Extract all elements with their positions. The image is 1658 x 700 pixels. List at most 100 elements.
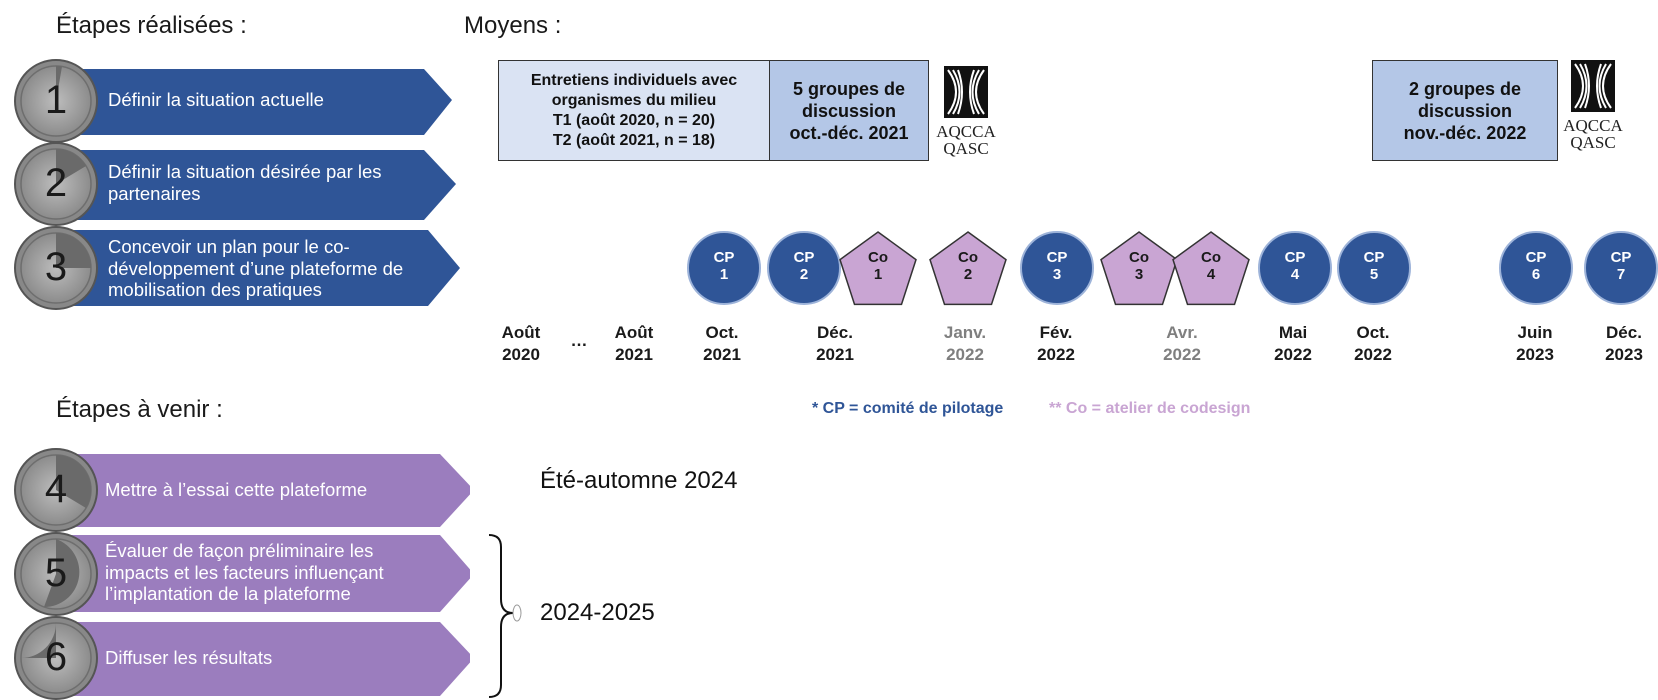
logo-1-line-1: AQCCA <box>936 122 996 141</box>
marker-cp-1-shape <box>687 231 761 305</box>
marker-type: Co <box>1201 249 1221 266</box>
marker-type: CP <box>1363 249 1385 266</box>
step-5-arrow <box>70 535 470 612</box>
marker-type: Co <box>868 249 888 266</box>
marker-co-3-shape <box>1100 231 1178 306</box>
date-month: Déc. <box>817 323 853 342</box>
interviews-line-1: Entretiens individuels avec <box>530 71 738 89</box>
date-label: Oct.2022 <box>1338 322 1408 366</box>
date-label: Août 2021 <box>599 322 669 366</box>
marker-cp-6-shape <box>1499 231 1573 305</box>
step-2-label: Définir la situation désirée par les par… <box>108 161 382 204</box>
groups-2021-box: 5 groupes de discussion oct.-déc. 2021 <box>769 60 929 161</box>
date-month: Août <box>501 323 541 342</box>
date-year: 2020 <box>502 345 540 364</box>
groups-2021-line-1: 5 groupes de <box>792 78 906 99</box>
heading-upcoming: Étapes à venir : <box>56 396 223 423</box>
date-label: Janv.2022 <box>930 322 1000 366</box>
step-3-label: Concevoir un plan pour le co-développeme… <box>108 236 404 300</box>
marker-type: Co <box>958 249 978 266</box>
date-year: 2023 <box>1516 345 1554 364</box>
groups-2022-line-3: nov.-déc. 2022 <box>1403 122 1527 143</box>
aqcca-logo-icon <box>944 66 988 118</box>
marker-number: 1 <box>873 266 883 283</box>
step-3-clock-icon <box>14 226 98 310</box>
date-month: Avr. <box>1166 323 1198 342</box>
date-month: … <box>570 331 588 350</box>
marker-number: 4 <box>1290 266 1300 283</box>
step-2-clock-icon <box>14 142 98 226</box>
interviews-line-4: T2 (août 2021, n = 18) <box>552 131 716 149</box>
step-2-number: 2 <box>44 161 68 205</box>
marker-cp-7-shape <box>1584 231 1658 305</box>
step-6-label: Diffuser les résultats <box>105 647 273 668</box>
date-month: Fév. <box>1039 323 1073 342</box>
marker-number: 2 <box>963 266 973 283</box>
marker-co-4-shape <box>1172 231 1250 306</box>
legend-co: ** Co = atelier de codesign <box>1049 400 1251 417</box>
date-year: 2023 <box>1605 345 1643 364</box>
interviews-line-2: organismes du milieu <box>551 91 717 109</box>
date-month: Août <box>614 323 654 342</box>
aqcca-logo-1: AQCCA QASC <box>929 66 1003 157</box>
date-label: Oct. 2021 <box>687 322 757 366</box>
marker-cp-5-shape <box>1337 231 1411 305</box>
step-1-label: Définir la situation actuelle <box>108 89 324 110</box>
interviews-box: Entretiens individuels avec organismes d… <box>498 60 770 161</box>
marker-co-1-shape <box>839 231 917 306</box>
marker-cp-2-shape <box>767 231 841 305</box>
marker-co-2-shape <box>929 231 1007 306</box>
date-year: 2022 <box>946 345 984 364</box>
date-label: Fév.2022 <box>1021 322 1091 366</box>
step-5-label: Évaluer de façon préliminaire les impact… <box>105 540 384 604</box>
step-5-clock-icon <box>14 532 98 616</box>
marker-type: CP <box>1525 249 1547 266</box>
marker-type: CP <box>1046 249 1068 266</box>
marker-number: 6 <box>1531 266 1541 283</box>
step-1-arrow <box>70 69 452 135</box>
logo-2-line-2: QASC <box>1570 133 1616 152</box>
date-month: Oct. <box>1356 323 1390 342</box>
heading-means: Moyens : <box>464 12 562 39</box>
date-month: Oct. <box>705 323 739 342</box>
interviews-line-3: T1 (août 2020, n = 20) <box>552 111 716 129</box>
marker-number: 2 <box>799 266 809 283</box>
date-month: Mai <box>1278 323 1308 342</box>
groups-2022-line-2: discussion <box>1417 100 1512 121</box>
date-year: 2021 <box>615 345 653 364</box>
step-1-number: 1 <box>44 78 68 122</box>
step-2-arrow <box>70 150 456 220</box>
groups-2021-line-3: oct.-déc. 2021 <box>789 122 909 143</box>
date-label: Déc.2021 <box>800 322 870 366</box>
aqcca-logo-2: AQCCA QASC <box>1556 60 1630 151</box>
aqcca-logo-icon <box>1571 60 1615 112</box>
groups-2022-box: 2 groupes de discussion nov.-déc. 2022 <box>1372 60 1558 161</box>
step-4-clock-icon <box>14 448 98 532</box>
date-month: Juin <box>1517 323 1553 342</box>
date-label: Août 2020 <box>486 322 556 366</box>
marker-number: 1 <box>719 266 729 283</box>
marker-number: 5 <box>1369 266 1379 283</box>
date-month: Déc. <box>1606 323 1642 342</box>
brace-icon <box>488 534 522 698</box>
groups-2022-line-1: 2 groupes de <box>1408 78 1521 99</box>
date-label: Avr.2022 <box>1147 322 1217 366</box>
marker-type: CP <box>713 249 735 266</box>
date-year: 2021 <box>703 345 741 364</box>
steps-5-6-period: 2024-2025 <box>540 599 655 626</box>
marker-type: Co <box>1129 249 1149 266</box>
step-6-clock-icon <box>14 616 98 700</box>
groups-2021-line-2: discussion <box>801 100 897 121</box>
date-label: … <box>544 330 614 352</box>
logo-1-line-2: QASC <box>943 139 989 158</box>
